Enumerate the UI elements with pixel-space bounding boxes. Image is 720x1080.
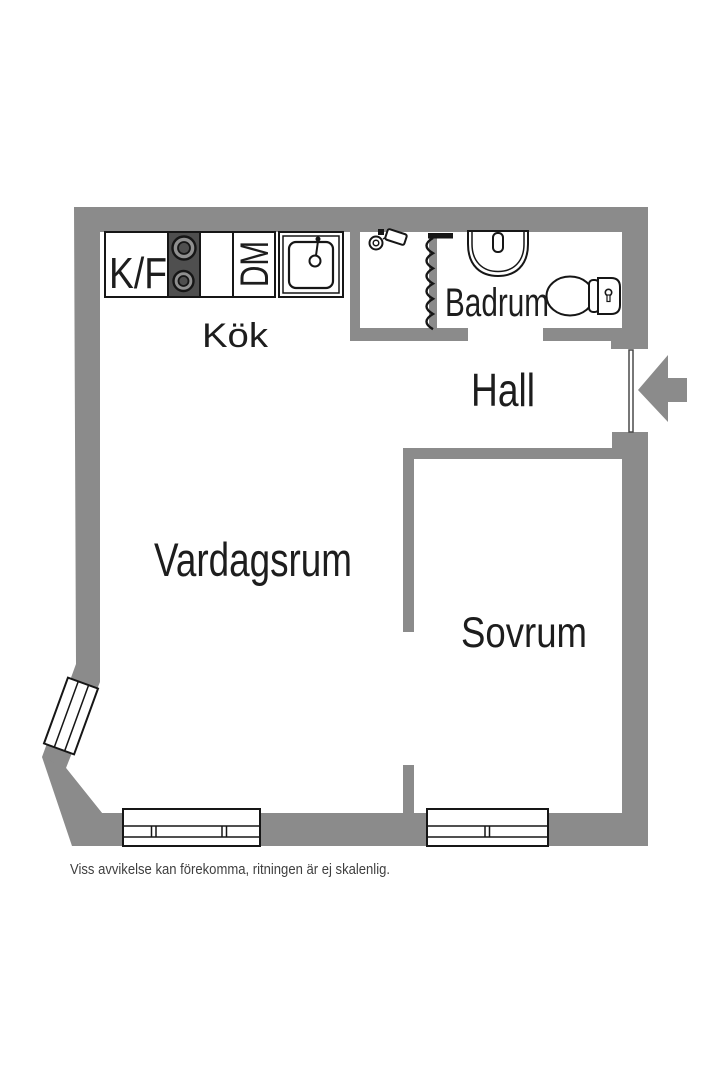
walls xyxy=(42,207,648,846)
shower-head-icon xyxy=(368,228,408,251)
wall-sovrum-left-upper xyxy=(403,448,414,632)
windows xyxy=(42,676,549,847)
entrance-arrow-icon xyxy=(638,355,687,422)
room-label-kok: Kök xyxy=(202,317,269,355)
room-labels: Kök Hall Badrum Vardagsrum Sovrum K/F DM xyxy=(109,241,587,657)
wall-sovrum-left-lower xyxy=(403,765,414,813)
entrance-door-line xyxy=(628,349,634,433)
disclaimer-text: Viss avvikelse kan förekomma, ritningen … xyxy=(70,861,390,878)
toilet-icon xyxy=(545,275,621,317)
kitchen-counter xyxy=(104,231,344,298)
kitchen-sink-icon xyxy=(282,235,340,294)
shower-curtain-icon xyxy=(425,233,453,331)
room-label-hall: Hall xyxy=(471,364,535,416)
wall-bath-bottom xyxy=(543,328,622,341)
bay-lower-wall xyxy=(42,757,102,846)
dishwasher-unit xyxy=(232,231,276,298)
bathroom-fixtures xyxy=(368,228,621,331)
wall-shower-partition xyxy=(429,233,437,328)
room-label-badrum: Badrum xyxy=(445,281,549,325)
fridge-freezer-label: K/F xyxy=(109,249,167,298)
dishwasher-label: DM xyxy=(233,241,277,287)
fridge-freezer-unit xyxy=(104,231,169,298)
counter-segment xyxy=(199,231,234,298)
room-label-vardagsrum: Vardagsrum xyxy=(154,533,352,586)
wall-sovrum-top xyxy=(403,448,622,459)
window-icon-sovrum xyxy=(426,808,549,847)
window-icon-vardagsrum xyxy=(122,808,261,847)
wall-entry-top-stub xyxy=(611,328,633,349)
stove-burners-icon xyxy=(171,235,197,293)
wall-shower-bottom xyxy=(350,328,468,341)
wall-kitchen-bath xyxy=(350,232,360,341)
room-label-sovrum: Sovrum xyxy=(461,609,587,657)
window-icon-bay xyxy=(42,676,100,756)
washbasin-icon xyxy=(467,230,529,278)
